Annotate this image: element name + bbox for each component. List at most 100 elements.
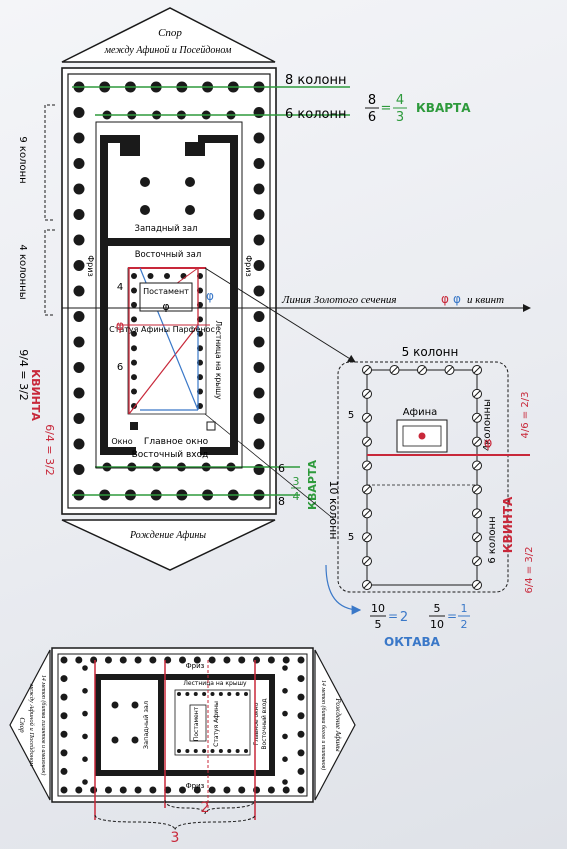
bp-right-metopes: 14 метоп (битва богов и титанов) <box>320 680 327 770</box>
detail-column-hatch <box>473 438 481 446</box>
bp-column <box>82 733 88 740</box>
column <box>253 183 265 195</box>
ratio-den2: 3 <box>396 110 404 125</box>
detail-column-hatch <box>473 533 481 541</box>
detail-column-hatch <box>473 462 481 470</box>
inner-column <box>131 359 137 366</box>
frieze-label-right: Фриз <box>244 255 253 276</box>
column <box>253 107 265 118</box>
bp-inner-column <box>202 749 207 753</box>
golden-line-phi2: φ <box>453 292 461 306</box>
detail-kvinta: КВИНТА <box>501 496 515 553</box>
bp-column <box>193 786 201 794</box>
bp-num2: 2 <box>201 800 210 816</box>
bp-inner-colonnade <box>177 692 248 753</box>
column <box>253 260 265 271</box>
detail-column-hatch <box>363 366 371 374</box>
bp-column <box>134 656 142 664</box>
bp-num3: 3 <box>171 830 180 846</box>
main-window-label: Главное окно <box>144 437 209 447</box>
column <box>253 132 265 144</box>
bp-cella-divider <box>158 680 164 770</box>
column <box>73 438 85 450</box>
pedestal-label: Постамент <box>143 287 189 296</box>
inner-column <box>131 316 137 323</box>
detail-column-hatch <box>363 462 371 470</box>
column <box>253 387 265 399</box>
bp-column <box>193 656 201 664</box>
west-hall-columns <box>140 177 195 215</box>
inner-column <box>131 403 137 409</box>
bp-pedestal: Постамент <box>193 706 200 741</box>
bp-inner-column <box>210 692 215 696</box>
cella-outer <box>95 121 243 469</box>
oct-f2b: 2 <box>461 618 468 631</box>
bp-column <box>60 730 68 738</box>
bp-inner-column <box>193 692 198 696</box>
statue-label: Статуя Афины Парфенос <box>109 325 215 334</box>
cella-pier-right <box>185 142 205 156</box>
bp-column <box>119 656 127 664</box>
bp-left-ped-1: Спор <box>18 717 26 733</box>
bp-column <box>282 779 288 785</box>
pointer-to-detail-2 <box>204 413 336 521</box>
cella-wall-right <box>230 135 238 455</box>
bp-column <box>164 656 172 664</box>
bp-bracket-2 <box>164 799 256 815</box>
detail-column-hatch <box>473 366 481 374</box>
bp-left-ped-2: между Афиной и Посейдоном <box>28 683 35 766</box>
column <box>73 464 85 475</box>
bp-inner-column <box>235 749 240 753</box>
detail-n5a: 5 <box>348 410 354 421</box>
detail-column-hatch <box>363 509 371 517</box>
bp-column <box>297 675 305 683</box>
golden-line-phi1: φ <box>441 292 449 306</box>
phi-red-left: φ <box>116 319 125 334</box>
oct-f10: 10 <box>371 602 385 615</box>
bp-column <box>60 749 68 757</box>
red-top-line <box>128 267 206 269</box>
nine-cols-label: 9 колонн <box>17 136 28 183</box>
detail-column-hatch <box>445 366 454 374</box>
detail-column-hatch <box>363 533 371 541</box>
ratio-num: 8 <box>368 93 376 108</box>
column <box>73 209 85 220</box>
bp-column <box>297 693 305 701</box>
detail-column-hatch <box>363 581 371 589</box>
bp-column <box>282 688 288 694</box>
detail-column-hatch <box>390 366 399 374</box>
cella-wall-bottom-left <box>100 447 136 455</box>
bp-column <box>60 693 68 701</box>
bp-column <box>82 779 88 785</box>
statue-line: Статуя Афины Парфенос <box>109 325 215 334</box>
bp-column <box>282 656 290 664</box>
detail-column-hatch <box>363 438 371 446</box>
bp-inner-column <box>177 692 181 696</box>
column <box>253 158 265 169</box>
oct-f2: 2 <box>400 610 408 625</box>
num4-label: 4 <box>117 282 123 293</box>
bp-column <box>60 656 68 664</box>
column <box>253 285 265 297</box>
num6-label: 6 <box>117 362 123 373</box>
cella-wall-top-right <box>198 135 238 143</box>
frac-34-numerator: 3 <box>293 475 300 488</box>
bp-bracket-3 <box>94 814 256 831</box>
bp-inner-column <box>218 749 223 753</box>
column <box>73 311 85 322</box>
bp-inner-column <box>227 749 232 753</box>
bp-pedestal-box <box>189 704 207 742</box>
bottom-plan-colonnade <box>60 656 305 794</box>
bp-inner-column <box>185 692 190 696</box>
bp-column <box>82 688 88 694</box>
bp-column <box>179 786 186 794</box>
inner-column <box>131 388 137 395</box>
window-box-left <box>130 422 138 430</box>
cella-divider-wall <box>100 238 238 246</box>
bp-statue: Статуя Афины <box>213 701 220 747</box>
kvinta-left-label: КВИНТА <box>29 369 42 421</box>
six-four-left-label: 6/4 = 3/2 <box>43 424 56 476</box>
bottom-pediment <box>61 519 276 571</box>
bp-inner-column <box>218 692 223 696</box>
